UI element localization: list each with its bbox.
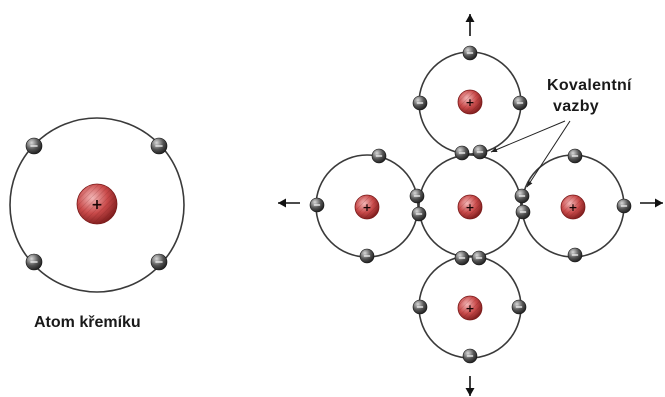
nucleus-bottom-icon: + [457, 295, 483, 321]
nucleus-single-atom-icon: + [76, 183, 118, 225]
svg-text:+: + [465, 201, 474, 214]
electron-bond-top-1-icon [454, 145, 470, 161]
electron-bottom-3-icon [462, 348, 478, 364]
svg-text:+: + [465, 96, 474, 109]
svg-text:+: + [568, 201, 577, 214]
orbit-single-atom [9, 117, 185, 293]
electron-bond-left-1-icon [409, 188, 425, 204]
electron-single-3-icon [25, 253, 43, 271]
nucleus-top-icon: + [457, 89, 483, 115]
electron-top-1-icon [462, 45, 478, 61]
pointer-to-top-bond [490, 120, 566, 153]
electron-bond-right-2-icon [515, 204, 531, 220]
covalent-bonds-label-line2: vazby [553, 98, 599, 115]
electron-single-4-icon [150, 253, 168, 271]
svg-text:+: + [91, 197, 103, 213]
svg-text:+: + [362, 201, 371, 214]
electron-bond-top-2-icon [472, 144, 488, 160]
electron-left-1-icon [371, 148, 387, 164]
arrow-left-icon [278, 198, 300, 208]
electron-single-2-icon [150, 137, 168, 155]
electron-top-2-icon [412, 95, 428, 111]
electron-bottom-2-icon [511, 299, 527, 315]
arrow-right-icon [640, 198, 663, 208]
electron-left-3-icon [359, 248, 375, 264]
electron-bond-left-2-icon [411, 206, 427, 222]
electron-right-1-icon [567, 148, 583, 164]
electron-bottom-1-icon [412, 299, 428, 315]
electron-right-2-icon [616, 198, 632, 214]
pointer-to-right-bond [526, 120, 571, 188]
covalent-bonds-label-line1: Kovalentní [547, 77, 632, 94]
electron-bond-right-1-icon [514, 188, 530, 204]
nucleus-right-icon: + [560, 194, 586, 220]
electron-left-2-icon [309, 197, 325, 213]
nucleus-center-icon: + [457, 194, 483, 220]
electron-single-1-icon [25, 137, 43, 155]
electron-bond-bottom-2-icon [471, 250, 487, 266]
atom-caption: Atom křemíku [34, 314, 141, 331]
electron-right-3-icon [567, 247, 583, 263]
arrow-down-icon [465, 376, 475, 396]
svg-text:+: + [465, 302, 474, 315]
nucleus-left-icon: + [354, 194, 380, 220]
electron-top-3-icon [512, 95, 528, 111]
arrow-up-icon [465, 14, 475, 36]
electron-bond-bottom-1-icon [454, 250, 470, 266]
